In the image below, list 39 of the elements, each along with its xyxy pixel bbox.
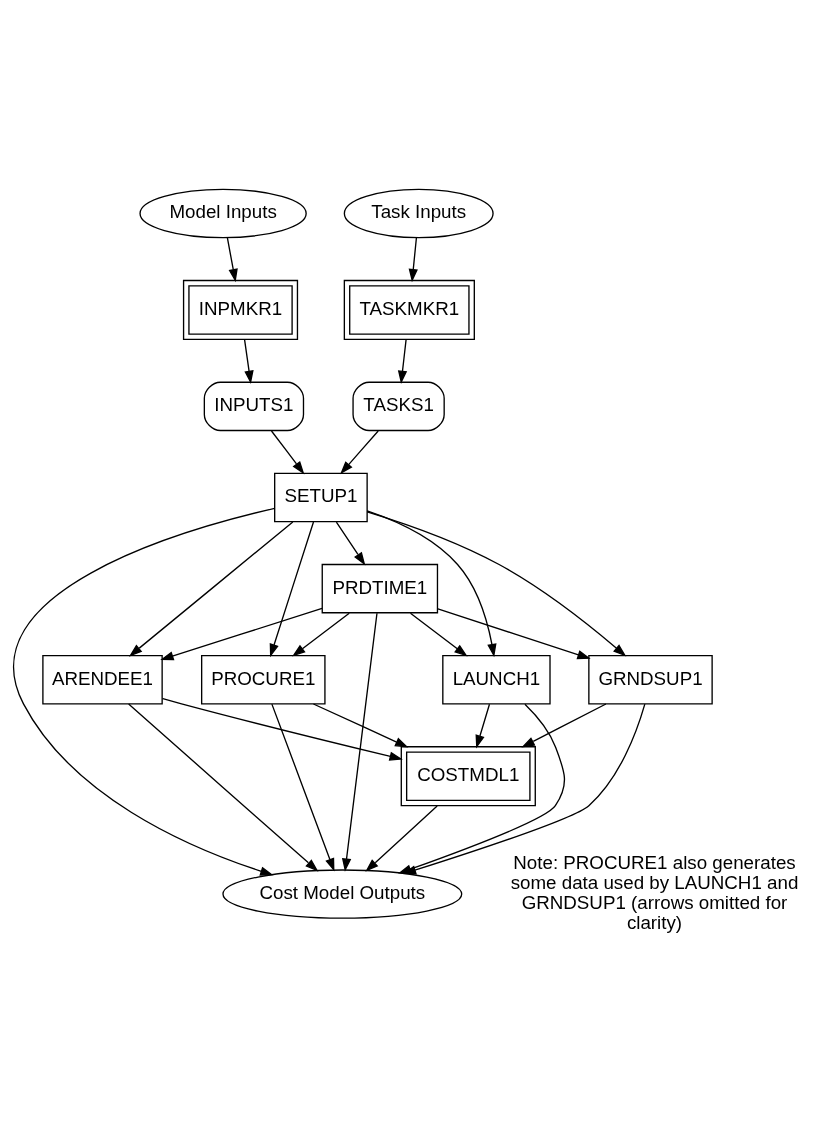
arrow — [128, 521, 294, 657]
arrow — [226, 237, 238, 283]
arrow — [335, 521, 366, 566]
node-box: INPUTS1 — [203, 381, 305, 432]
arrow — [160, 607, 323, 661]
node-box: ARENDEE1 — [42, 654, 163, 705]
arrow — [437, 608, 591, 660]
node-box: INPMKR1 — [182, 279, 299, 341]
node-ellipse: Task Inputs — [343, 188, 494, 239]
node-box: LAUNCH1 — [442, 654, 551, 705]
arrow — [402, 703, 646, 875]
arrow — [292, 612, 350, 657]
arrow — [271, 703, 335, 872]
node-box: COSTMDL1 — [400, 746, 536, 807]
arrow — [340, 430, 379, 475]
arrow — [521, 703, 607, 748]
arrow — [397, 338, 408, 384]
node-box: PROCURE1 — [201, 654, 326, 705]
arrow — [408, 237, 418, 283]
arrow — [243, 338, 254, 384]
arrow — [269, 521, 315, 658]
arrow — [312, 703, 409, 748]
arrow — [161, 697, 403, 761]
arrow — [366, 511, 627, 657]
arrow — [409, 612, 468, 657]
node-ellipse: Model Inputs — [139, 188, 307, 239]
arrow — [341, 612, 378, 872]
arrow — [13, 507, 276, 876]
node-box: TASKMKR1 — [343, 279, 475, 341]
node-box: GRNDSUP1 — [588, 654, 713, 705]
node-box: TASKS1 — [352, 381, 445, 432]
arrow — [270, 430, 305, 475]
node-box: SETUP1 — [274, 472, 368, 523]
node-box: PRDTIME1 — [321, 563, 439, 614]
node-ellipse: Cost Model Outputs — [222, 869, 463, 919]
arrow — [127, 703, 319, 872]
label: Note: PROCURE1 also generates some data used by LAUNCH1 and GRNDSUP1 (arrows omitted for clarity) — [510, 851, 799, 934]
arrow — [366, 510, 497, 658]
arrow — [475, 703, 491, 749]
